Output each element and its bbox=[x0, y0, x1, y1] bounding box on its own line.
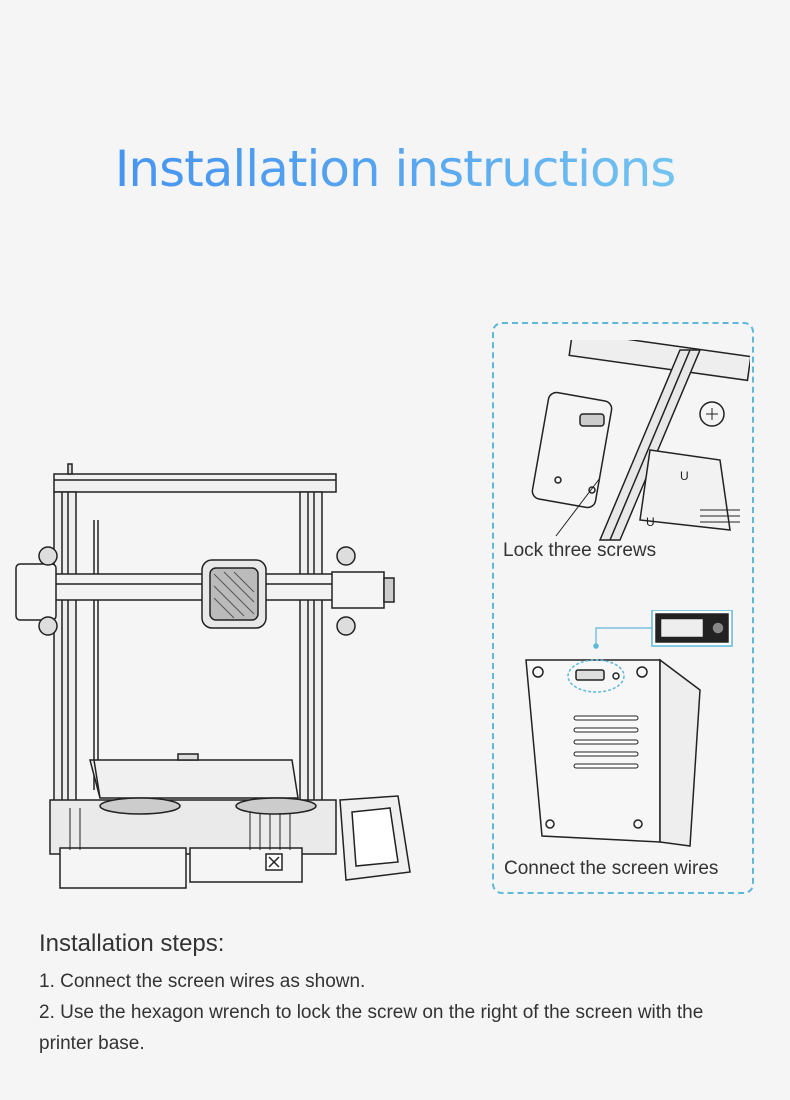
installation-steps: Installation steps: 1. Connect the scree… bbox=[39, 930, 759, 1059]
step-1: 1. Connect the screen wires as shown. bbox=[39, 971, 366, 992]
screen-back-illustration bbox=[520, 610, 740, 850]
screw-detail-illustration: U U bbox=[500, 340, 750, 550]
caption-lock-screws: Lock three screws bbox=[503, 540, 657, 561]
page-title: Installation instructions bbox=[0, 140, 790, 198]
svg-text:U: U bbox=[646, 515, 655, 529]
detail-callout bbox=[492, 322, 754, 894]
steps-heading: Installation steps: bbox=[39, 930, 225, 957]
printer-illustration bbox=[10, 460, 430, 900]
caption-connect-wires: Connect the screen wires bbox=[504, 858, 719, 879]
svg-text:U: U bbox=[680, 469, 689, 483]
step-2: 2. Use the hexagon wrench to lock the sc… bbox=[39, 1002, 704, 1054]
